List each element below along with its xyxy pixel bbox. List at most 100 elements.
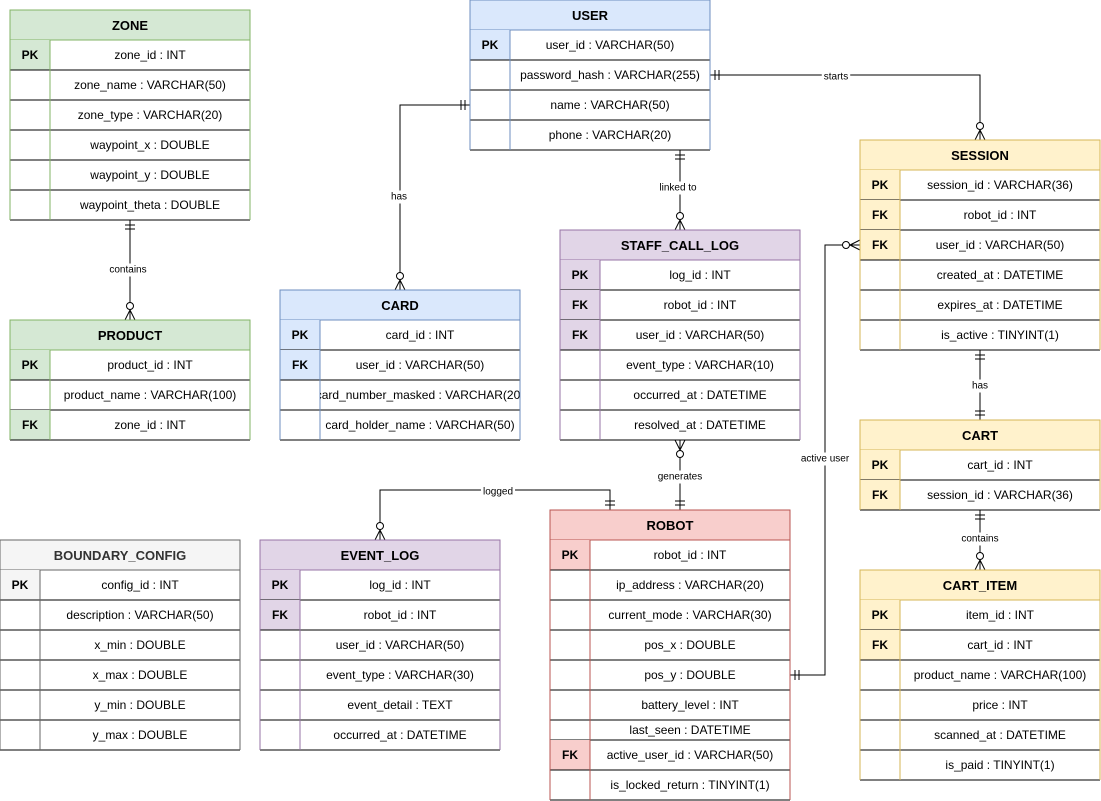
relationship-user-card[interactable] <box>394 100 470 291</box>
entity-row[interactable]: is_paid : TINYINT(1) <box>860 750 1100 781</box>
entity-title: CART_ITEM <box>943 578 1017 593</box>
field-name: product_name : VARCHAR(100) <box>64 388 237 402</box>
key-cell <box>560 290 600 320</box>
zero-or-many-marker <box>674 212 686 231</box>
field-name: product_id : INT <box>107 358 193 372</box>
field-name: waypoint_theta : DOUBLE <box>79 198 220 212</box>
field-name: session_id : VARCHAR(36) <box>927 178 1073 192</box>
entity-header <box>259 539 501 571</box>
entity-row[interactable]: waypoint_theta : DOUBLE <box>10 190 250 221</box>
primary-key-badge: PK <box>872 178 889 192</box>
relationship-label-text: generates <box>658 472 702 483</box>
foreign-key-badge: FK <box>22 418 38 432</box>
entity-row[interactable]: resolved_at : DATETIME <box>560 410 800 441</box>
field-name: user_id : VARCHAR(50) <box>636 328 764 342</box>
zero-or-many-marker <box>674 439 686 458</box>
entity-header <box>559 229 801 261</box>
entity-row[interactable]: occurred_at : DATETIME <box>260 720 500 751</box>
field-name: zone_name : VARCHAR(50) <box>74 78 226 92</box>
field-name: y_max : DOUBLE <box>93 728 188 742</box>
relationship-label: active user <box>798 452 852 466</box>
entity-header <box>0 539 241 571</box>
entity-row[interactable]: phone : VARCHAR(20) <box>470 120 710 151</box>
field-name: phone : VARCHAR(20) <box>549 128 672 142</box>
field-name: current_mode : VARCHAR(30) <box>608 608 771 622</box>
field-name: log_id : INT <box>669 268 731 282</box>
primary-key-badge: PK <box>482 38 499 52</box>
field-name: session_id : VARCHAR(36) <box>927 488 1073 502</box>
field-name: waypoint_y : DOUBLE <box>89 168 209 182</box>
field-name: card_id : INT <box>386 328 455 342</box>
field-name: product_name : VARCHAR(100) <box>914 668 1087 682</box>
primary-key-badge: PK <box>292 328 309 342</box>
key-cell <box>550 540 590 570</box>
field-name: pos_y : DOUBLE <box>644 668 735 682</box>
primary-key-badge: PK <box>22 48 39 62</box>
relationship-label: contains <box>107 263 149 277</box>
relationship-label-text: active user <box>801 454 850 465</box>
relationship-user-staffcall[interactable] <box>674 150 686 231</box>
entity-row[interactable]: PK card_id : INT <box>280 320 520 351</box>
key-cell <box>550 740 590 770</box>
field-name: zone_type : VARCHAR(20) <box>78 108 223 122</box>
field-name: waypoint_x : DOUBLE <box>89 138 209 152</box>
relationship-label-bg <box>798 452 852 466</box>
key-cell <box>560 320 600 350</box>
primary-key-badge: PK <box>12 578 29 592</box>
field-name: is_active : TINYINT(1) <box>941 328 1059 342</box>
key-cell <box>10 40 50 70</box>
field-name: event_type : VARCHAR(10) <box>626 358 774 372</box>
entity-title: CARD <box>381 298 419 313</box>
entity-row[interactable]: y_max : DOUBLE <box>0 720 240 751</box>
entity-header <box>549 509 791 541</box>
relationship-label-bg <box>657 181 700 195</box>
key-cell <box>260 570 300 600</box>
zero-or-many-marker <box>124 302 136 321</box>
field-name: zone_id : INT <box>114 418 186 432</box>
entity-title: ROBOT <box>647 518 694 533</box>
entity-row[interactable]: is_active : TINYINT(1) <box>860 320 1100 351</box>
relationship-label-text: starts <box>824 72 848 83</box>
primary-key-badge: PK <box>872 458 889 472</box>
entity-row[interactable]: FK zone_id : INT <box>10 410 250 441</box>
key-cell <box>280 350 320 380</box>
foreign-key-badge: FK <box>572 328 588 342</box>
entity-title: BOUNDARY_CONFIG <box>54 548 186 563</box>
one-mandatory-marker <box>975 410 985 416</box>
key-cell <box>860 200 900 230</box>
relationship-cart-cartitem[interactable] <box>974 510 986 571</box>
relationship-label-bg <box>655 470 705 484</box>
relationship-label-text: linked to <box>659 183 697 194</box>
entity-row[interactable]: FK user_id : VARCHAR(50) <box>560 320 800 351</box>
primary-key-badge: PK <box>22 358 39 372</box>
entity-header <box>859 569 1101 601</box>
entity-row[interactable]: is_locked_return : TINYINT(1) <box>550 770 790 801</box>
one-mandatory-marker <box>794 670 800 680</box>
relationship-label-text: contains <box>109 265 146 276</box>
relationship-user-session[interactable] <box>710 70 986 141</box>
entity-row[interactable]: card_holder_name : VARCHAR(50) <box>280 410 520 441</box>
field-name: scanned_at : DATETIME <box>934 728 1066 742</box>
field-name: user_id : VARCHAR(50) <box>546 38 674 52</box>
foreign-key-badge: FK <box>292 358 308 372</box>
key-cell <box>860 450 900 480</box>
